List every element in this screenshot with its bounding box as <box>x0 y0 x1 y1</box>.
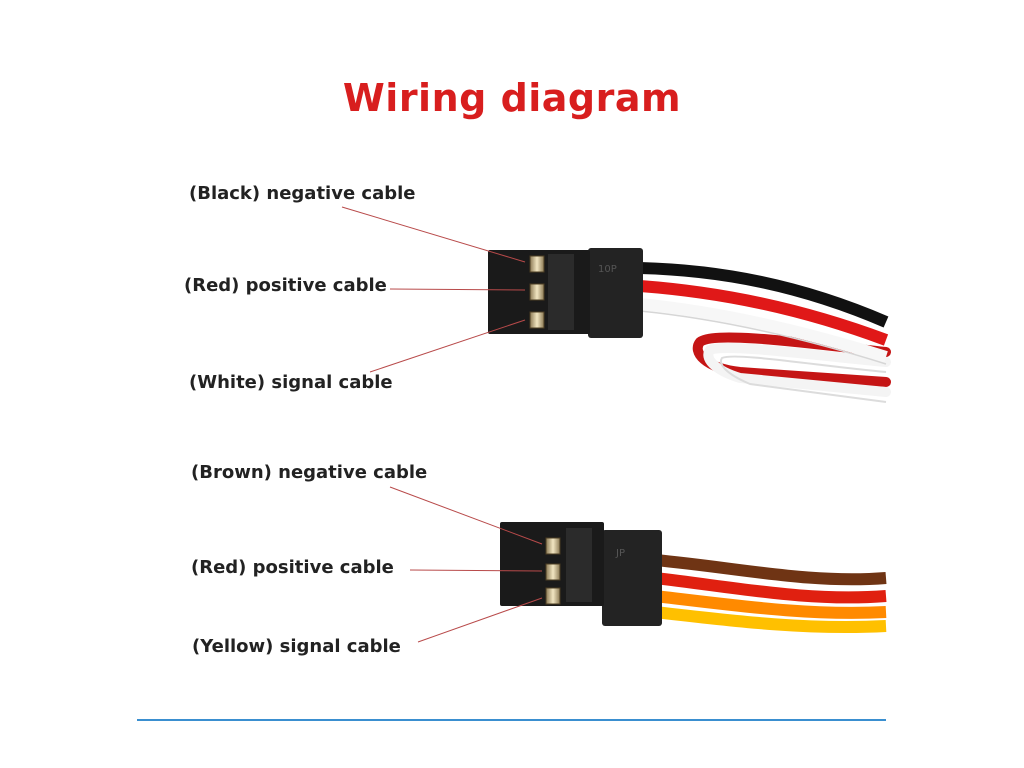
top-wire-white <box>639 298 888 365</box>
bottom-wire-brown <box>654 554 887 586</box>
leader-bottom-positive <box>409 569 543 572</box>
label-top-positive: (Red) positive cable <box>184 275 387 296</box>
top-connector: 10P <box>488 248 891 403</box>
top-connector-mark: 10P <box>598 264 617 275</box>
label-bottom-signal: (Yellow) signal cable <box>192 636 401 657</box>
label-top-negative: (Black) negative cable <box>189 183 416 204</box>
bottom-wire-red <box>654 572 887 604</box>
top-pin-2 <box>529 283 545 301</box>
top-connector-housing <box>588 248 643 338</box>
top-pin-3 <box>529 311 545 329</box>
bottom-connector-housing <box>602 530 662 626</box>
bottom-wire-yellow <box>654 606 887 634</box>
leader-bottom-negative <box>389 486 543 545</box>
bottom-connector-mark: JP <box>615 548 625 559</box>
bottom-pin-2 <box>545 563 561 581</box>
bottom-divider <box>137 719 886 721</box>
bottom-pin-1 <box>545 537 561 555</box>
label-top-signal: (White) signal cable <box>189 372 393 393</box>
top-wire-black <box>639 262 889 328</box>
leader-top-positive <box>389 288 526 291</box>
bottom-connector: JP <box>500 522 887 634</box>
top-wire-red <box>639 280 889 346</box>
leader-lines <box>341 206 543 643</box>
label-bottom-positive: (Red) positive cable <box>191 557 394 578</box>
leader-top-negative <box>341 206 526 263</box>
leader-top-signal <box>369 319 526 373</box>
page-title: Wiring diagram <box>342 76 682 120</box>
leader-bottom-signal <box>417 597 543 643</box>
label-bottom-negative: (Brown) negative cable <box>191 462 428 483</box>
bottom-wire-orange <box>654 590 887 619</box>
bottom-pin-3 <box>545 587 561 605</box>
top-pin-1 <box>529 255 545 273</box>
